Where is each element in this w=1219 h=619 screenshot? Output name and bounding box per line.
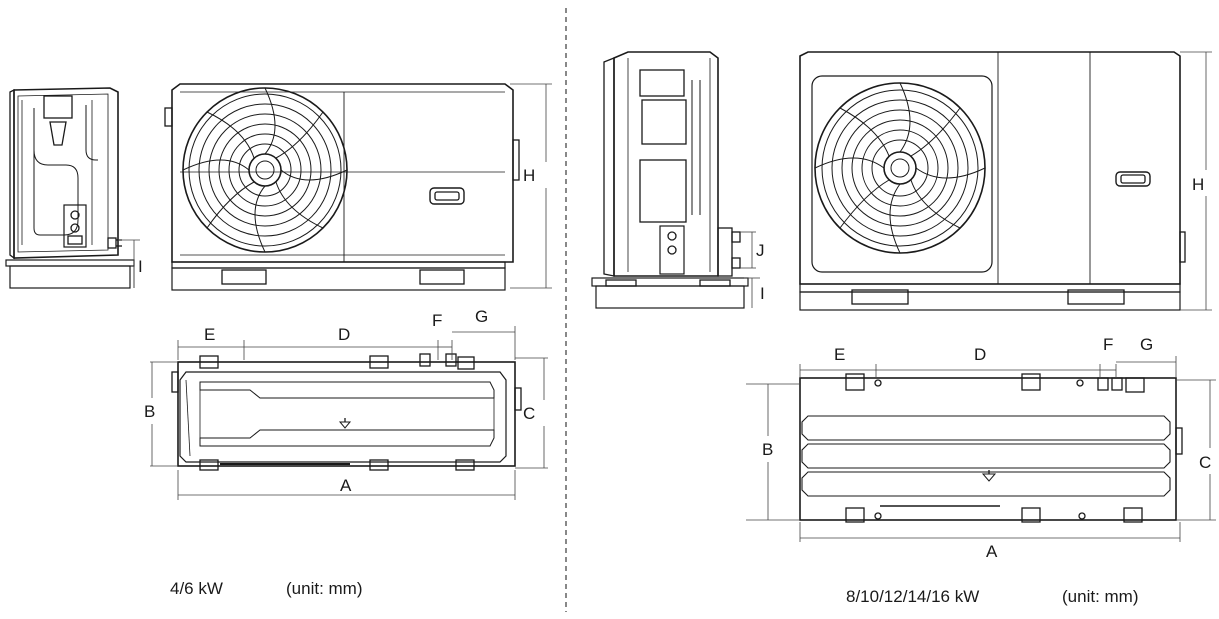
left-fan-grill	[182, 87, 348, 253]
right-dim-A: A	[986, 542, 998, 561]
right-dim-I: I	[760, 284, 765, 303]
left-dim-G: G	[475, 307, 488, 326]
right-dim-F: F	[1103, 335, 1113, 354]
left-caption-model: 4/6 kW	[170, 579, 223, 598]
right-fan-grill	[814, 82, 986, 254]
left-dim-C: C	[523, 404, 535, 423]
right-caption-unit: (unit: mm)	[1062, 587, 1139, 606]
right-dimension-lines	[740, 51, 1216, 542]
left-dim-B: B	[144, 402, 155, 421]
left-dim-A: A	[340, 476, 352, 495]
right-dim-D: D	[974, 345, 986, 364]
right-side-view	[591, 51, 749, 309]
left-dimension-lines	[118, 83, 552, 500]
left-dim-F: F	[432, 311, 442, 330]
left-dim-D: D	[338, 325, 350, 344]
right-dim-H: H	[1192, 175, 1204, 194]
left-side-view	[5, 87, 135, 289]
left-dim-E: E	[204, 325, 215, 344]
left-dim-I: I	[138, 257, 143, 276]
right-dim-J: J	[756, 241, 765, 260]
left-dim-H: H	[523, 166, 535, 185]
left-panel: H I E D F G B C A 4/6 kW (unit: mm)	[5, 83, 552, 598]
right-dim-G: G	[1140, 335, 1153, 354]
left-caption-unit: (unit: mm)	[286, 579, 363, 598]
right-caption-model: 8/10/12/14/16 kW	[846, 587, 979, 606]
right-dim-B: B	[762, 440, 773, 459]
right-dim-C: C	[1199, 453, 1211, 472]
right-dim-E: E	[834, 345, 845, 364]
right-top-view	[799, 373, 1183, 523]
left-front-view	[164, 83, 520, 291]
right-panel: H J I E D F G B C A 8/10/12/14/16 kW (un…	[591, 51, 1216, 606]
right-front-view	[799, 51, 1186, 311]
left-top-view	[171, 353, 522, 471]
